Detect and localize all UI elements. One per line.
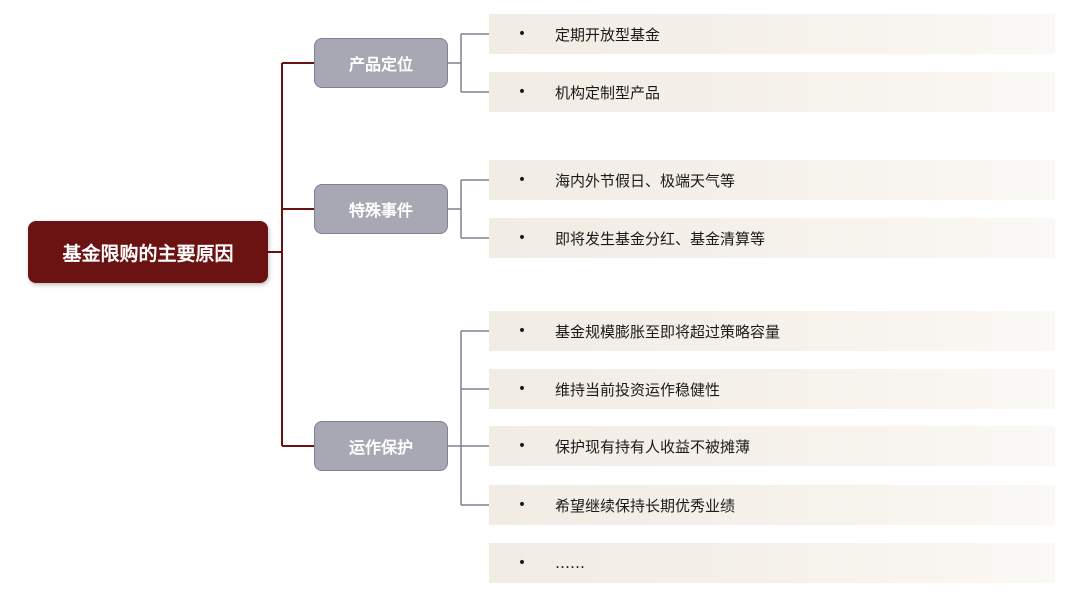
category-connectors xyxy=(448,33,489,506)
list-item-text: 定期开放型基金 xyxy=(555,25,661,44)
list-item-text: 维持当前投资运作稳健性 xyxy=(555,380,721,399)
bullet-icon: • xyxy=(517,438,527,454)
root-connectors xyxy=(268,62,314,447)
category-label: 产品定位 xyxy=(348,55,413,74)
list-item: • 希望继续保持长期优秀业绩 xyxy=(489,485,1055,525)
list-item: • 基金规模膨胀至即将超过策略容量 xyxy=(489,311,1055,351)
list-item-text: …… xyxy=(555,554,585,572)
list-item: • 维持当前投资运作稳健性 xyxy=(489,369,1055,409)
root-node: 基金限购的主要原因 xyxy=(28,221,268,283)
bullet-icon: • xyxy=(517,381,527,397)
list-item-text: 即将发生基金分红、基金清算等 xyxy=(555,229,766,248)
list-item-text: 希望继续保持长期优秀业绩 xyxy=(555,496,736,515)
root-label: 基金限购的主要原因 xyxy=(62,242,234,265)
list-item-text: 保护现有持有人收益不被摊薄 xyxy=(555,437,751,456)
category-node-special-events: 特殊事件 xyxy=(314,184,448,234)
list-item: • 保护现有持有人收益不被摊薄 xyxy=(489,426,1055,466)
bullet-icon: • xyxy=(517,230,527,246)
category-label: 特殊事件 xyxy=(348,201,413,220)
bullet-icon: • xyxy=(517,323,527,339)
list-item-ellipsis: • …… xyxy=(489,543,1055,583)
category-node-operation-protection: 运作保护 xyxy=(314,421,448,471)
list-item-text: 海内外节假日、极端天气等 xyxy=(555,171,736,190)
list-item: • 机构定制型产品 xyxy=(489,72,1055,112)
list-item: • 定期开放型基金 xyxy=(489,14,1055,54)
category-node-product-positioning: 产品定位 xyxy=(314,38,448,88)
list-item-text: 机构定制型产品 xyxy=(555,83,661,102)
bullet-icon: • xyxy=(517,84,527,100)
list-item: • 即将发生基金分红、基金清算等 xyxy=(489,218,1055,258)
list-item: • 海内外节假日、极端天气等 xyxy=(489,160,1055,200)
bullet-icon: • xyxy=(517,555,527,571)
list-item-text: 基金规模膨胀至即将超过策略容量 xyxy=(555,322,781,341)
bullet-icon: • xyxy=(517,172,527,188)
bullet-icon: • xyxy=(517,26,527,42)
category-label: 运作保护 xyxy=(348,438,413,457)
bullet-icon: • xyxy=(517,497,527,513)
